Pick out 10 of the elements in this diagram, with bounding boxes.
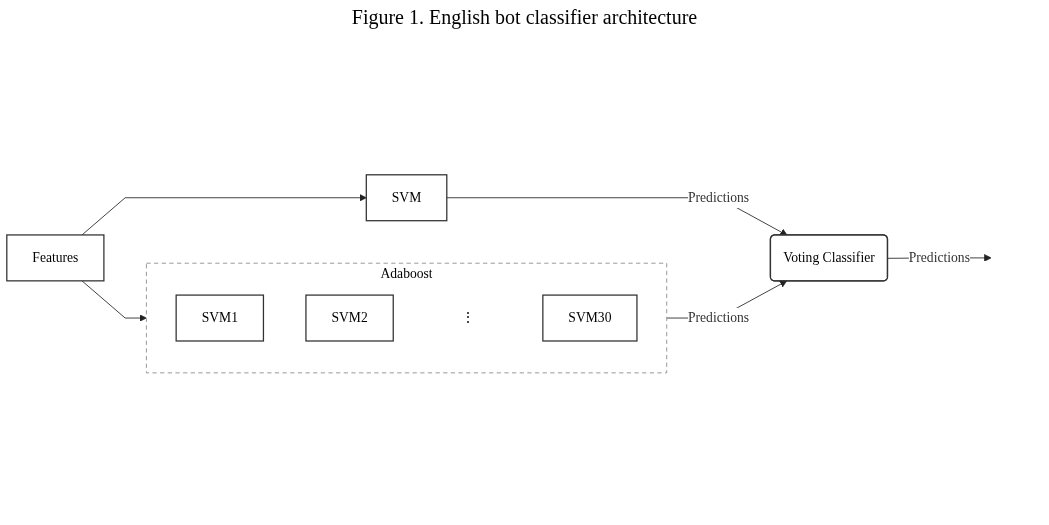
figure-title: Figure 1. English bot classifier architecture bbox=[350, 6, 699, 29]
edge-label: Predictions bbox=[687, 189, 750, 205]
node-box: SVM2 bbox=[305, 294, 394, 342]
node-box: Features bbox=[6, 233, 105, 282]
node-box: SVM30 bbox=[542, 294, 638, 342]
edge-label: Predictions bbox=[908, 249, 970, 265]
node-text: ⋮ bbox=[461, 310, 475, 325]
node-box: SVM1 bbox=[175, 294, 265, 342]
node-box: SVM bbox=[365, 173, 448, 221]
edge-label: Predictions bbox=[687, 310, 750, 325]
